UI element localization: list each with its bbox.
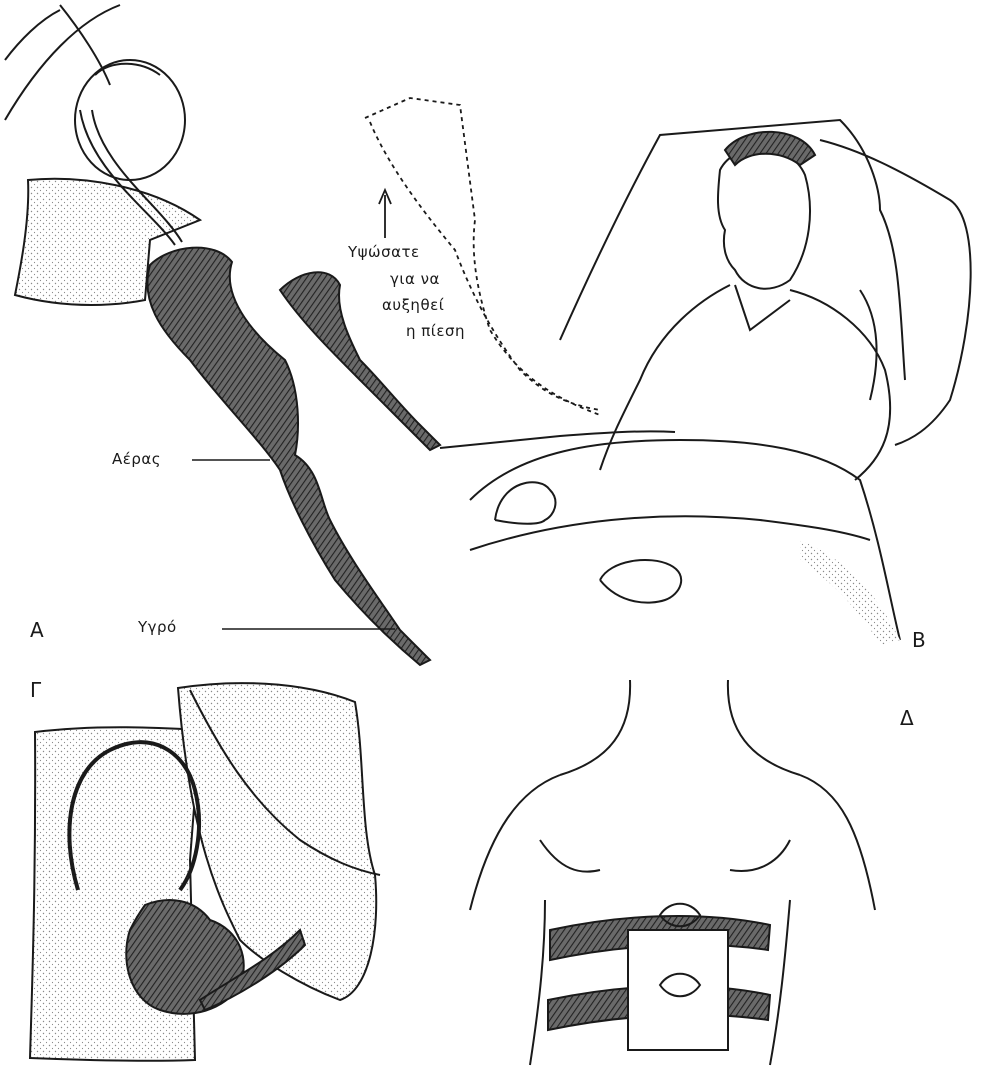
right-hand	[600, 560, 681, 603]
head	[718, 148, 810, 289]
collar	[735, 285, 790, 330]
neck-left	[560, 680, 630, 775]
label-air: Αέρας	[112, 452, 161, 467]
panel-d-drawing	[470, 680, 875, 1065]
panel-b-drawing	[280, 98, 971, 645]
left-hand	[495, 482, 555, 524]
label-raise-line4: η πίεση	[406, 324, 465, 339]
shoulder-right	[800, 775, 875, 910]
hand-outline	[5, 5, 120, 120]
pillow	[820, 140, 971, 445]
panel-letter-d: Δ	[900, 708, 914, 728]
shoulder-left	[470, 775, 560, 910]
dressing-pad	[628, 930, 728, 1050]
label-raise-line2: για να	[390, 272, 440, 287]
label-fluid: Υγρό	[138, 620, 177, 635]
bulb	[75, 60, 185, 180]
panel-a-drawing	[5, 5, 430, 665]
blanket-shade	[800, 540, 900, 645]
label-raise-line3: αυξηθεί	[382, 298, 444, 313]
chest-line	[540, 840, 790, 872]
hair	[725, 132, 815, 165]
neck-right	[728, 680, 800, 775]
panel-letter-a: A	[30, 620, 44, 640]
blanket	[470, 440, 900, 640]
waist-left	[530, 900, 545, 1065]
tube-b	[440, 431, 675, 448]
panel-letter-c: Γ	[30, 680, 41, 700]
waist-right	[770, 900, 790, 1065]
panel-c-drawing	[30, 683, 380, 1061]
panel-letter-b: B	[912, 630, 926, 650]
label-raise-line1: Υψώσατε	[348, 245, 420, 260]
